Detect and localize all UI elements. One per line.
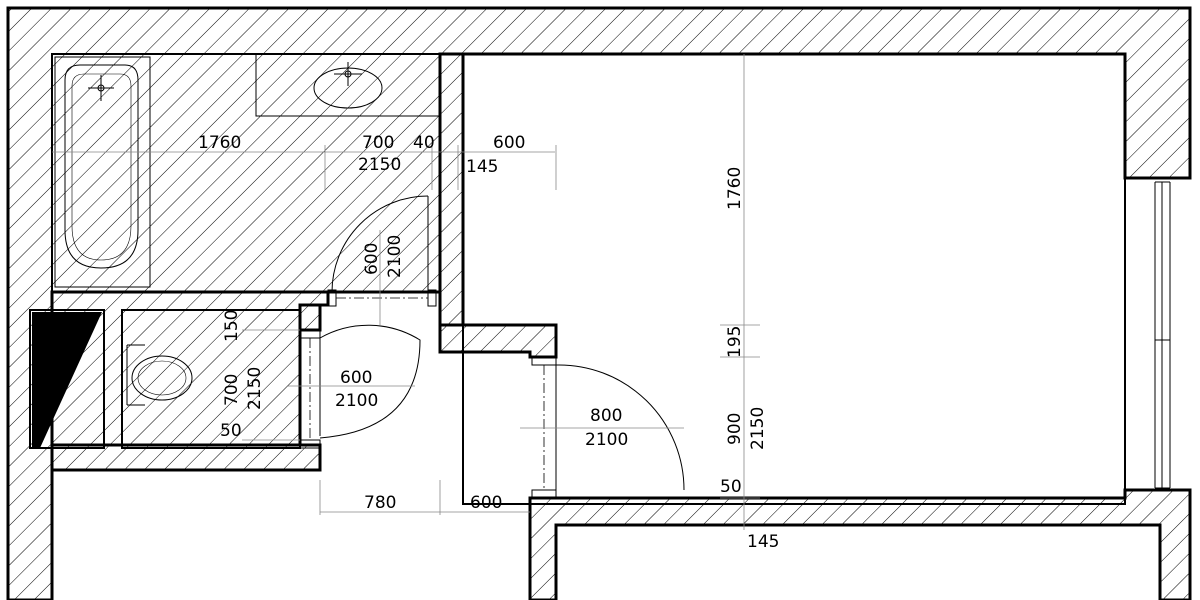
storage-cabinet <box>32 312 102 448</box>
bottom-wall <box>528 488 1192 600</box>
dimension-lines <box>52 54 760 530</box>
dim-room-pier: 195 <box>725 326 745 358</box>
dim-toilet-door-height: 2100 <box>335 391 378 411</box>
dim-room-door-width: 800 <box>590 406 622 426</box>
toilet-outline <box>121 309 301 449</box>
core-wall <box>438 52 465 327</box>
core-wall-right <box>298 303 322 332</box>
dim-bath-width: 1760 <box>198 133 241 153</box>
dim-toilet-door-h: 2150 <box>245 367 265 410</box>
dim-toilet-door-w: 700 <box>222 374 242 406</box>
dim-sink-width: 700 <box>362 133 394 153</box>
dim-corridor: 780 <box>364 493 396 513</box>
dim-bath-door-height: 2100 <box>385 235 405 278</box>
walls <box>6 6 1192 600</box>
lower-left-wall <box>50 443 322 472</box>
dim-door-jamb-top: 145 <box>466 157 498 177</box>
toilet-bowl <box>126 344 193 406</box>
dim-toilet-door-width: 600 <box>340 368 372 388</box>
toilet-door <box>299 324 421 449</box>
bathtub <box>54 56 151 288</box>
dim-door-offset-bottom: 600 <box>470 493 502 513</box>
dim-room-door-w: 900 <box>725 413 745 445</box>
dim-toilet-offset-top: 150 <box>222 310 242 342</box>
window <box>1154 181 1171 489</box>
dim-sink-height: 2150 <box>358 155 401 175</box>
dim-room-door-h: 2150 <box>748 407 768 450</box>
dim-room-offset-bottom: 50 <box>720 477 742 497</box>
dim-room-wall-length: 1760 <box>725 167 745 210</box>
dim-wall-gap: 40 <box>413 133 435 153</box>
dim-bath-door-width: 600 <box>362 243 382 275</box>
room-door <box>531 356 685 499</box>
bath-door <box>327 195 437 307</box>
storage-niche <box>29 309 105 449</box>
rooms <box>29 53 1126 505</box>
dimension-labels: 1760 700 2150 40 600 145 600 2100 600 21… <box>198 133 779 552</box>
dim-door-offset-top: 600 <box>493 133 525 153</box>
washbasin <box>255 53 441 117</box>
room-outline <box>462 53 1126 505</box>
dim-toilet-offset-bottom: 50 <box>220 421 242 441</box>
bathroom-outline <box>51 53 441 293</box>
dim-room-door-height: 2100 <box>585 430 628 450</box>
dim-room-jamb: 145 <box>747 532 779 552</box>
